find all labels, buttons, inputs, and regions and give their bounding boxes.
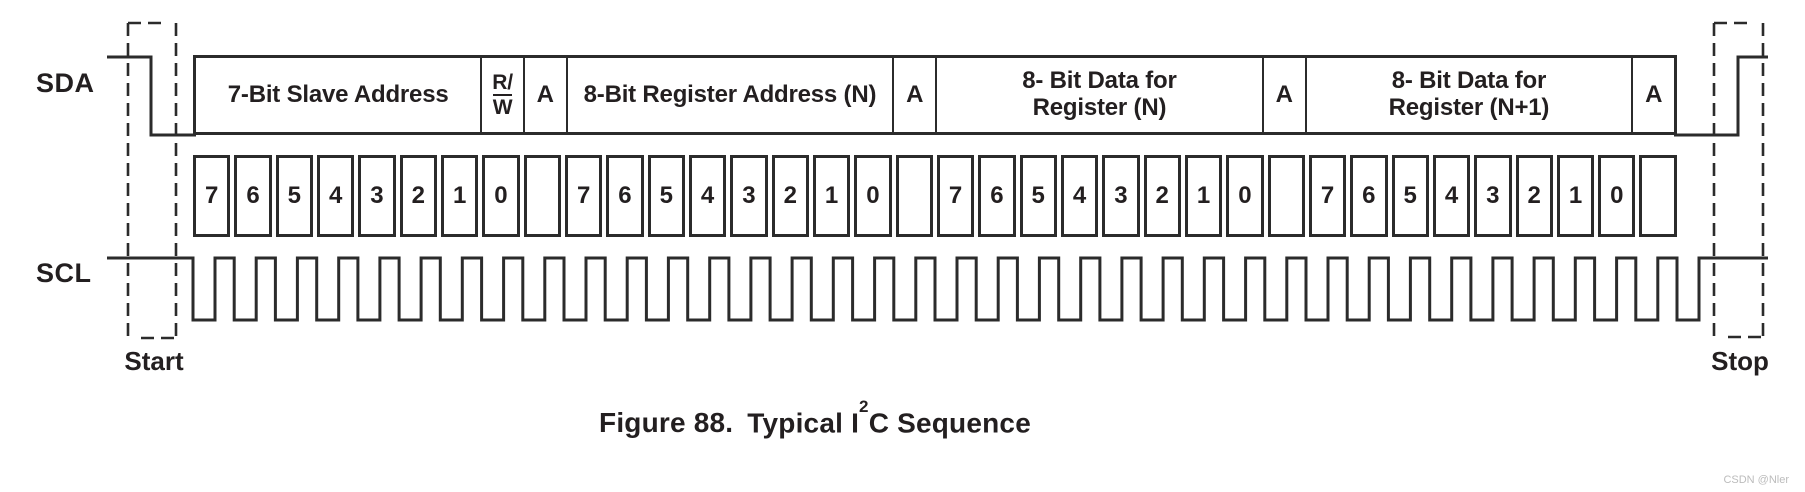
bit-cell: 3 bbox=[1474, 155, 1512, 237]
bit-cell: 4 bbox=[688, 155, 727, 237]
bit-cell-ack bbox=[1267, 155, 1305, 237]
segment-rw-bit: R/ W bbox=[480, 58, 523, 132]
bit-cell: 1 bbox=[812, 155, 851, 237]
figure-number: Figure 88. bbox=[599, 407, 734, 439]
bit-cell: 6 bbox=[1350, 155, 1388, 237]
segment-register-address: 8-Bit Register Address (N) bbox=[565, 58, 893, 132]
bit-cell: 7 bbox=[936, 155, 975, 237]
bit-cell: 2 bbox=[399, 155, 437, 237]
bit-cell: 1 bbox=[440, 155, 479, 237]
segment-slave-address: 7-Bit Slave Address bbox=[227, 80, 449, 108]
bit-cell: 2 bbox=[771, 155, 809, 237]
sda-label: SDA bbox=[36, 68, 95, 98]
sda-waveform-start bbox=[107, 55, 196, 137]
bit-cell: 0 bbox=[1226, 155, 1264, 237]
bit-cell: 0 bbox=[482, 155, 520, 237]
sda-waveform-stop bbox=[1674, 55, 1768, 137]
start-condition-marker bbox=[126, 21, 178, 340]
bit-cell: 4 bbox=[1432, 155, 1471, 237]
segment-ack-4: A bbox=[1631, 58, 1674, 132]
bit-cell: 3 bbox=[730, 155, 768, 237]
segment-ack-3: A bbox=[1261, 58, 1305, 132]
rw-read-part: R/ bbox=[492, 71, 513, 94]
bit-cell: 4 bbox=[1060, 155, 1099, 237]
scl-label: SCL bbox=[36, 258, 92, 288]
segment-ack-1: A bbox=[522, 58, 566, 132]
bit-cell: 4 bbox=[316, 155, 355, 237]
bit-cell: 7 bbox=[564, 155, 603, 237]
figure-title-pre: Typical I bbox=[747, 407, 860, 439]
bit-cell: 6 bbox=[234, 155, 272, 237]
bit-cell-ack bbox=[523, 155, 561, 237]
stop-label: Stop bbox=[1711, 346, 1769, 376]
bit-cell: 2 bbox=[1515, 155, 1553, 237]
start-label: Start bbox=[124, 346, 184, 376]
bit-cell: 0 bbox=[1598, 155, 1636, 237]
bit-cell: 5 bbox=[275, 155, 313, 237]
figure-title-superscript: 2 bbox=[859, 397, 869, 416]
sda-byte-frame: 7-Bit Slave Address R/ W A 8-Bit Registe… bbox=[193, 55, 1677, 135]
bit-cell: 5 bbox=[1019, 155, 1057, 237]
bit-cell-ack bbox=[1639, 155, 1677, 237]
bit-cell: 7 bbox=[193, 155, 231, 237]
scl-waveform bbox=[107, 256, 1768, 322]
bit-cell: 0 bbox=[854, 155, 892, 237]
bit-cell: 5 bbox=[1391, 155, 1429, 237]
bit-cell: 2 bbox=[1143, 155, 1181, 237]
bit-cell: 1 bbox=[1556, 155, 1595, 237]
bit-cell-ack bbox=[895, 155, 933, 237]
bit-cell: 3 bbox=[358, 155, 396, 237]
bit-cell: 1 bbox=[1184, 155, 1223, 237]
bit-cell: 3 bbox=[1102, 155, 1140, 237]
stop-condition-marker bbox=[1712, 21, 1765, 340]
figure-title-post: C Sequence bbox=[868, 407, 1031, 439]
figure-caption: Figure 88. Typical I2C Sequence bbox=[0, 397, 1630, 439]
bit-cell: 6 bbox=[978, 155, 1016, 237]
bit-cell: 5 bbox=[647, 155, 685, 237]
segment-data-n: 8- Bit Data for Register (N) bbox=[935, 58, 1262, 132]
segment-ack-2: A bbox=[892, 58, 935, 132]
bit-cell: 7 bbox=[1308, 155, 1347, 237]
watermark: CSDN @Nler bbox=[1723, 474, 1789, 486]
rw-write-part: W bbox=[492, 94, 513, 119]
segment-data-n1: 8- Bit Data for Register (N+1) bbox=[1304, 58, 1632, 132]
bit-number-row: 7 6 5 4 3 2 1 0 7 6 5 4 3 2 1 0 7 6 5 4 … bbox=[193, 155, 1677, 237]
bit-cell: 6 bbox=[606, 155, 644, 237]
